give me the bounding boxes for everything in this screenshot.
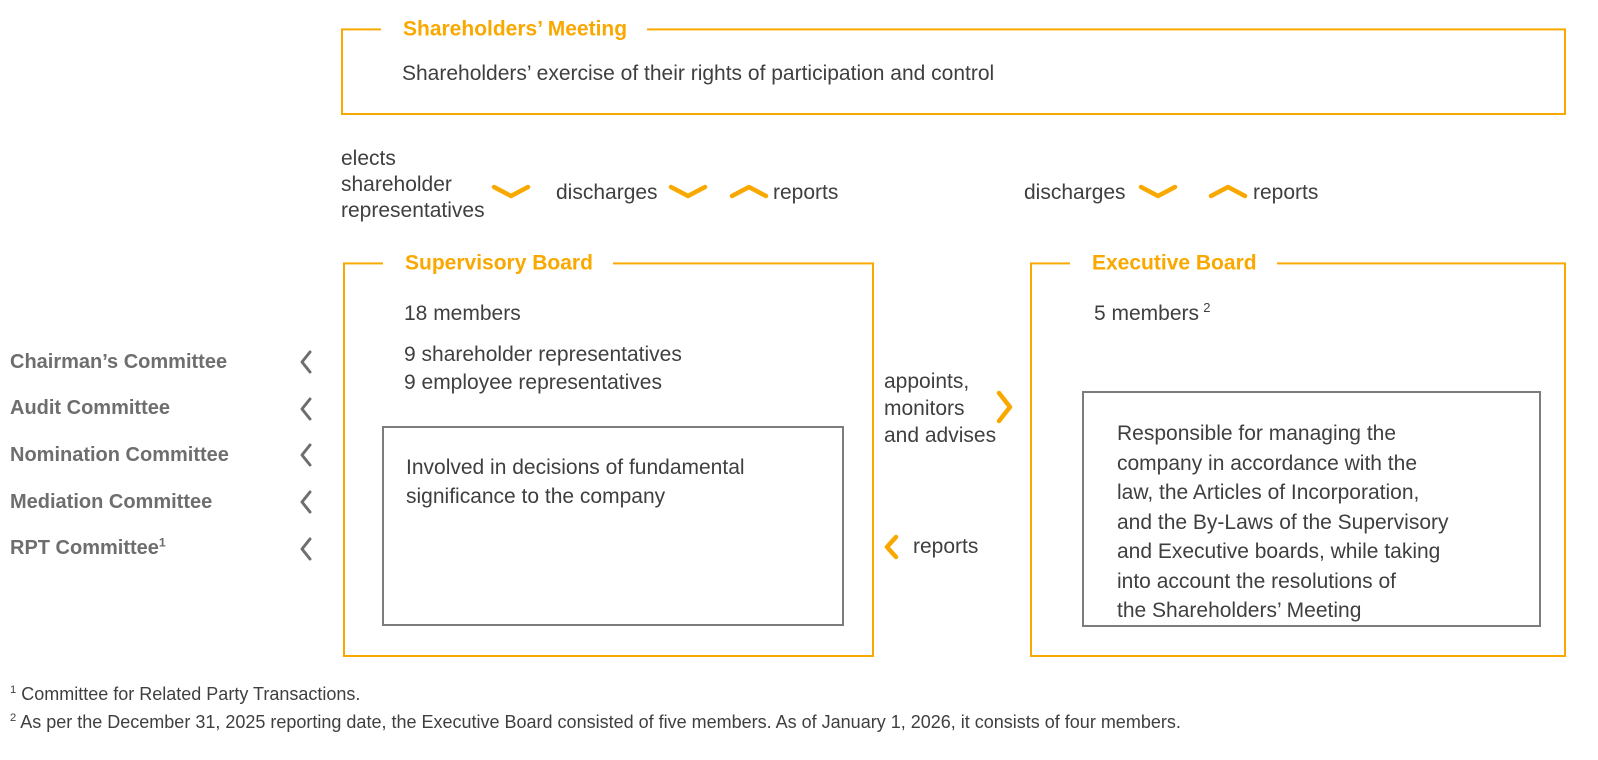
relation-discharges-right-label: discharges — [1024, 181, 1126, 204]
chevron-down-icon — [668, 184, 708, 199]
executive-board-role-text: Responsible for managing the company in … — [1117, 422, 1449, 622]
chevron-up-icon — [1208, 184, 1248, 199]
committee-label: Chairman’s Committee — [10, 350, 228, 373]
chevron-left-icon — [300, 443, 312, 467]
chevron-left-icon — [300, 490, 312, 514]
committee-label: Audit Committee — [10, 397, 170, 420]
shareholders-meeting-box: Shareholders’ Meeting Shareholders’ exer… — [341, 17, 1566, 115]
chevron-left-icon — [300, 537, 312, 561]
shareholders-meeting-description: Shareholders’ exercise of their rights o… — [402, 62, 995, 85]
supervisory-board-members: 18 members — [404, 302, 521, 325]
supervisory-board-role-box: Involved in decisions of fundamental sig… — [382, 426, 844, 626]
committee-label: Mediation Committee — [10, 490, 213, 513]
chevron-right-icon — [996, 390, 1013, 424]
relation-elects-label: elects shareholder representatives — [341, 147, 485, 222]
chevron-up-icon — [729, 184, 769, 199]
supervisory-board-role-text: Involved in decisions of fundamental sig… — [406, 456, 745, 508]
committee-list: Chairman’s Committee Audit Committee Nom… — [10, 339, 313, 572]
chevron-down-icon — [1138, 184, 1178, 199]
committee-label: Nomination Committee — [10, 443, 229, 466]
footnotes: 1 Committee for Related Party Transactio… — [10, 681, 1181, 736]
list-item: Mediation Committee — [10, 479, 313, 526]
relation-reports-middle-label: reports — [913, 535, 979, 558]
list-item: RPT Committee1 — [10, 525, 313, 572]
list-item: Nomination Committee — [10, 432, 313, 479]
supervisory-board-composition: 9 shareholder representatives 9 employee… — [404, 343, 682, 394]
footnote-1: 1 Committee for Related Party Transactio… — [10, 684, 361, 704]
chevron-left-icon — [884, 534, 899, 560]
chevron-left-icon — [300, 350, 312, 374]
executive-board-members: 5 members 2 — [1094, 300, 1211, 325]
list-item: Chairman’s Committee — [10, 339, 313, 386]
chevron-down-icon — [491, 184, 531, 199]
list-item: Audit Committee — [10, 386, 313, 433]
relation-reports-right-label: reports — [1253, 181, 1319, 204]
executive-board-box: Executive Board 5 members 2 Responsible … — [1030, 251, 1566, 657]
supervisory-board-box: Supervisory Board 18 members 9 sharehold… — [343, 251, 874, 657]
executive-board-role-box: Responsible for managing the company in … — [1082, 391, 1541, 627]
committee-label: RPT Committee1 — [10, 535, 166, 560]
footnote-2: 2 As per the December 31, 2025 reporting… — [10, 711, 1181, 732]
relation-reports-left-label: reports — [773, 181, 839, 204]
relation-appoints-label: appoints, monitors and advises — [884, 370, 997, 447]
chevron-left-icon — [300, 397, 312, 421]
relation-discharges-left-label: discharges — [556, 181, 658, 204]
